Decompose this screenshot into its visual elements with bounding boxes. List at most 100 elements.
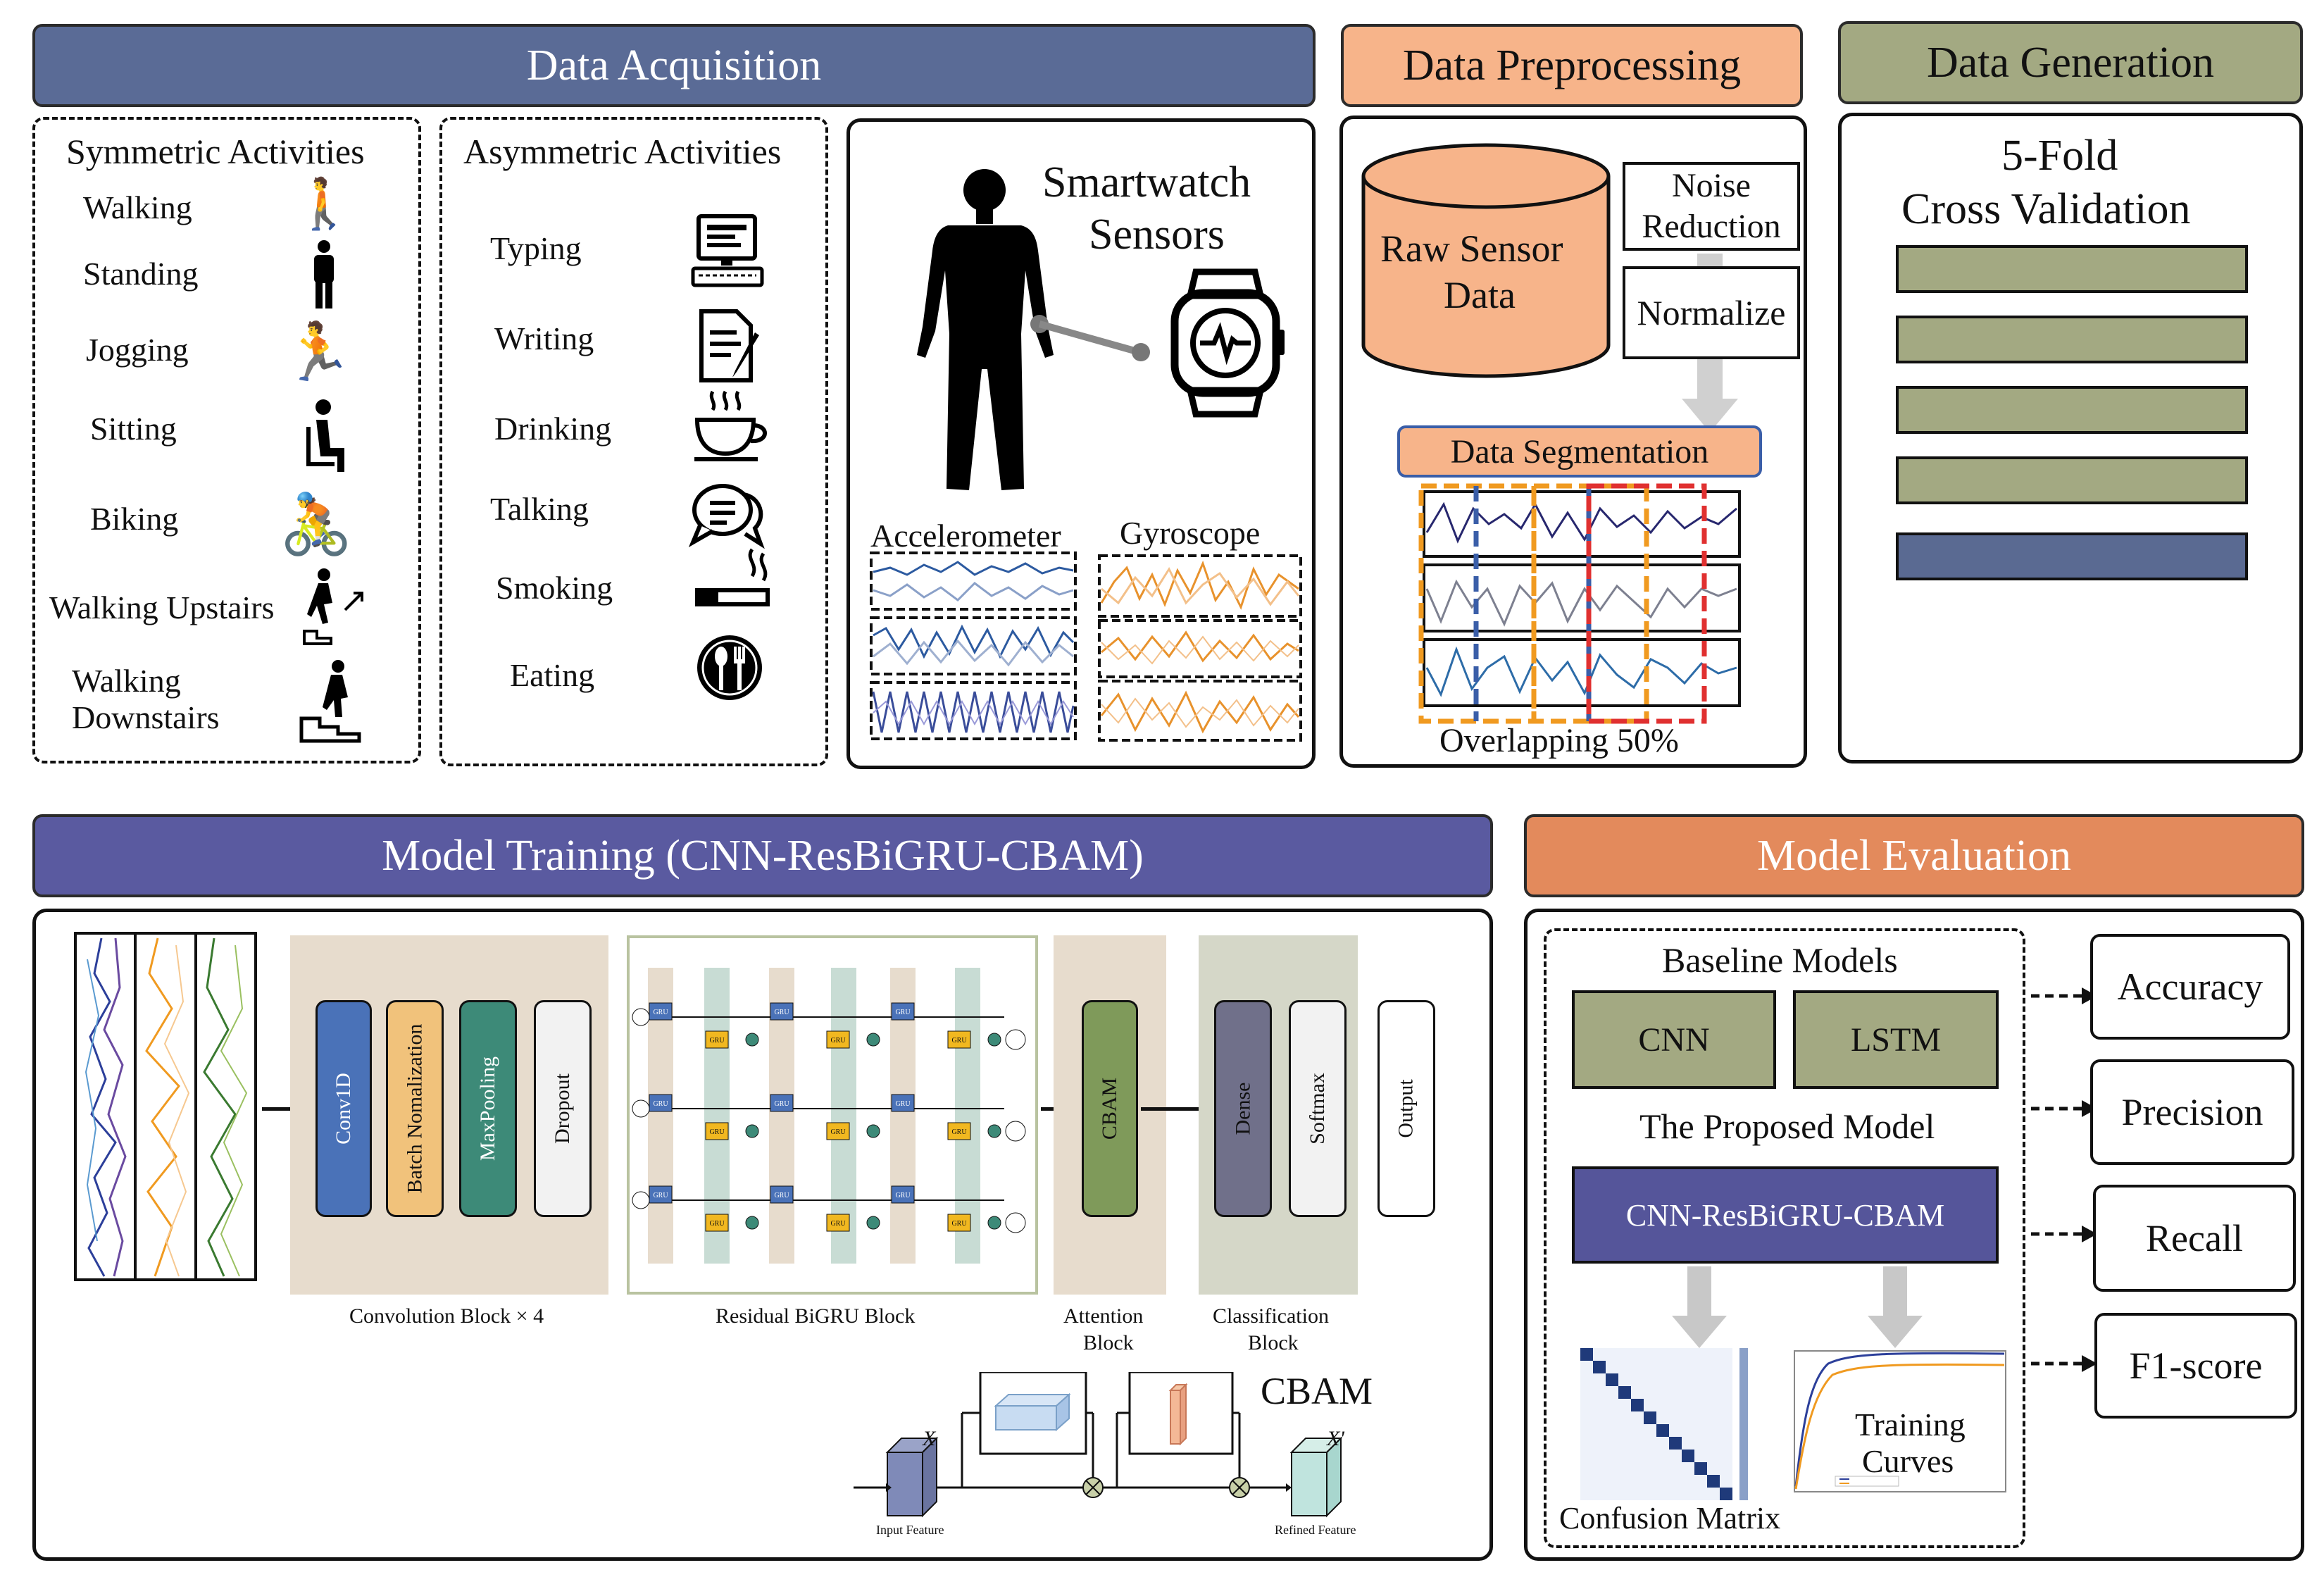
smartwatch-sensors-panel (846, 118, 1316, 769)
metric-arrows (2031, 987, 2097, 1372)
output-layer-label: Output (1394, 1079, 1418, 1138)
gru-cell-label: GRU (951, 1220, 967, 1228)
raw-sensor-data-cylinder (1361, 143, 1611, 378)
model-evaluation-title: Model Evaluation (1757, 831, 2071, 880)
softmax-layer-label: Softmax (1306, 1073, 1330, 1145)
cnn-model-label: CNN (1638, 1021, 1710, 1059)
confusion-cell (1644, 1373, 1656, 1386)
biking-icon: 🚴 (279, 489, 354, 559)
to-curves-arrow (1883, 1266, 1907, 1317)
confusion-cell (1707, 1488, 1720, 1500)
confusion-cell (1606, 1373, 1618, 1386)
activity-label-biking: Biking (90, 501, 179, 537)
bigru-input-node (632, 1191, 650, 1209)
confusion-cell (1682, 1450, 1694, 1462)
normalize-box: Normalize (1623, 266, 1800, 359)
data-acquisition-header: Data Acquisition (32, 24, 1316, 107)
to-confusion-arrow (1687, 1266, 1711, 1317)
confusion-cell (1580, 1411, 1593, 1424)
gru-cell-label: GRU (830, 1220, 846, 1228)
cbam-layer-label: CBAM (1098, 1077, 1122, 1140)
accuracy-label: Accuracy (2117, 966, 2263, 1008)
confusion-cell (1682, 1424, 1694, 1437)
confusion-cell (1720, 1437, 1732, 1450)
raw-sensor-data-label-1: Raw Sensor (1380, 227, 1563, 270)
confusion-cell (1606, 1348, 1618, 1361)
gru-concat-node (987, 1124, 1001, 1138)
input-to-conv-arrow (262, 1107, 293, 1111)
confusion-cell (1618, 1462, 1631, 1475)
attention-block-caption-1: Attention (1063, 1304, 1144, 1328)
gru-concat-node (745, 1216, 759, 1230)
gyroscope-signal-plots (1098, 554, 1302, 742)
confusion-cell (1682, 1411, 1694, 1424)
accuracy-box: Accuracy (2090, 934, 2290, 1040)
recall-label: Recall (2146, 1217, 2243, 1259)
confusion-cell (1644, 1411, 1656, 1424)
confusion-cell (1694, 1399, 1707, 1411)
activity-label-walking-downstairs-1: Walking (72, 663, 181, 699)
symmetric-activities-title: Symmetric Activities (66, 132, 365, 171)
gru-cell-label: GRU (774, 1100, 789, 1108)
precision-box: Precision (2090, 1059, 2294, 1165)
confusion-matrix-plot (1580, 1348, 1748, 1500)
confusion-cell (1720, 1462, 1732, 1475)
confusion-cell (1656, 1348, 1669, 1361)
confusion-cell (1682, 1361, 1694, 1373)
confusion-cell (1720, 1361, 1732, 1373)
coffee-cup-icon (692, 386, 773, 463)
confusion-cell (1669, 1450, 1682, 1462)
confusion-cell (1694, 1411, 1707, 1424)
activity-label-walking-downstairs-2: Downstairs (72, 699, 220, 735)
cnn-model-box: CNN (1572, 990, 1776, 1089)
confusion-cell (1606, 1462, 1618, 1475)
gru-concat-node (866, 1216, 880, 1230)
fold-bar-2 (1896, 316, 2248, 363)
confusion-colorbar (1739, 1348, 1748, 1500)
downstairs-icon (299, 659, 362, 744)
confusion-cell (1593, 1361, 1606, 1373)
confusion-cell (1618, 1373, 1631, 1386)
bigru-output-node (1005, 1029, 1026, 1050)
confusion-cell (1707, 1475, 1720, 1488)
gru-cell-label: GRU (653, 1192, 668, 1199)
data-segmentation-label: Data Segmentation (1450, 432, 1709, 470)
smartwatch-sensors-title-2: Sensors (1089, 211, 1225, 258)
lstm-model-label: LSTM (1850, 1021, 1941, 1059)
confusion-cell (1707, 1361, 1720, 1373)
confusion-cell (1644, 1437, 1656, 1450)
confusion-cell (1656, 1399, 1669, 1411)
data-generation-title: Data Generation (1927, 38, 2214, 87)
confusion-cell (1694, 1450, 1707, 1462)
confusion-cell (1606, 1450, 1618, 1462)
confusion-cell (1631, 1373, 1644, 1386)
data-generation-panel (1838, 113, 2303, 763)
gru-cell-forward (770, 1185, 794, 1204)
gru-concat-node (745, 1033, 759, 1047)
confusion-cell (1707, 1450, 1720, 1462)
gru-cell-label: GRU (774, 1009, 789, 1016)
confusion-cell (1580, 1450, 1593, 1462)
activity-label-typing: Typing (490, 230, 582, 266)
attention-block-caption-2: Block (1083, 1331, 1134, 1354)
confusion-cell (1669, 1475, 1682, 1488)
confusion-cell (1669, 1361, 1682, 1373)
confusion-cell (1631, 1386, 1644, 1399)
segmentation-window-plots (1418, 483, 1741, 724)
confusion-cell (1720, 1450, 1732, 1462)
gru-cell-forward (891, 1002, 915, 1021)
confusion-cell (1644, 1450, 1656, 1462)
normalize-label: Normalize (1637, 293, 1786, 332)
confusion-cell (1720, 1488, 1732, 1500)
confusion-cell (1694, 1386, 1707, 1399)
confusion-cell (1669, 1411, 1682, 1424)
refined-feature-label: Refined Feature (1275, 1523, 1356, 1537)
cbam-layer: CBAM (1082, 1000, 1138, 1217)
cbam-x-label: X (923, 1427, 936, 1450)
confusion-cell (1720, 1424, 1732, 1437)
to-curves-arrowhead (1868, 1316, 1923, 1348)
confusion-cell (1618, 1437, 1631, 1450)
confusion-cell (1631, 1488, 1644, 1500)
confusion-cell (1580, 1386, 1593, 1399)
confusion-cell (1694, 1475, 1707, 1488)
